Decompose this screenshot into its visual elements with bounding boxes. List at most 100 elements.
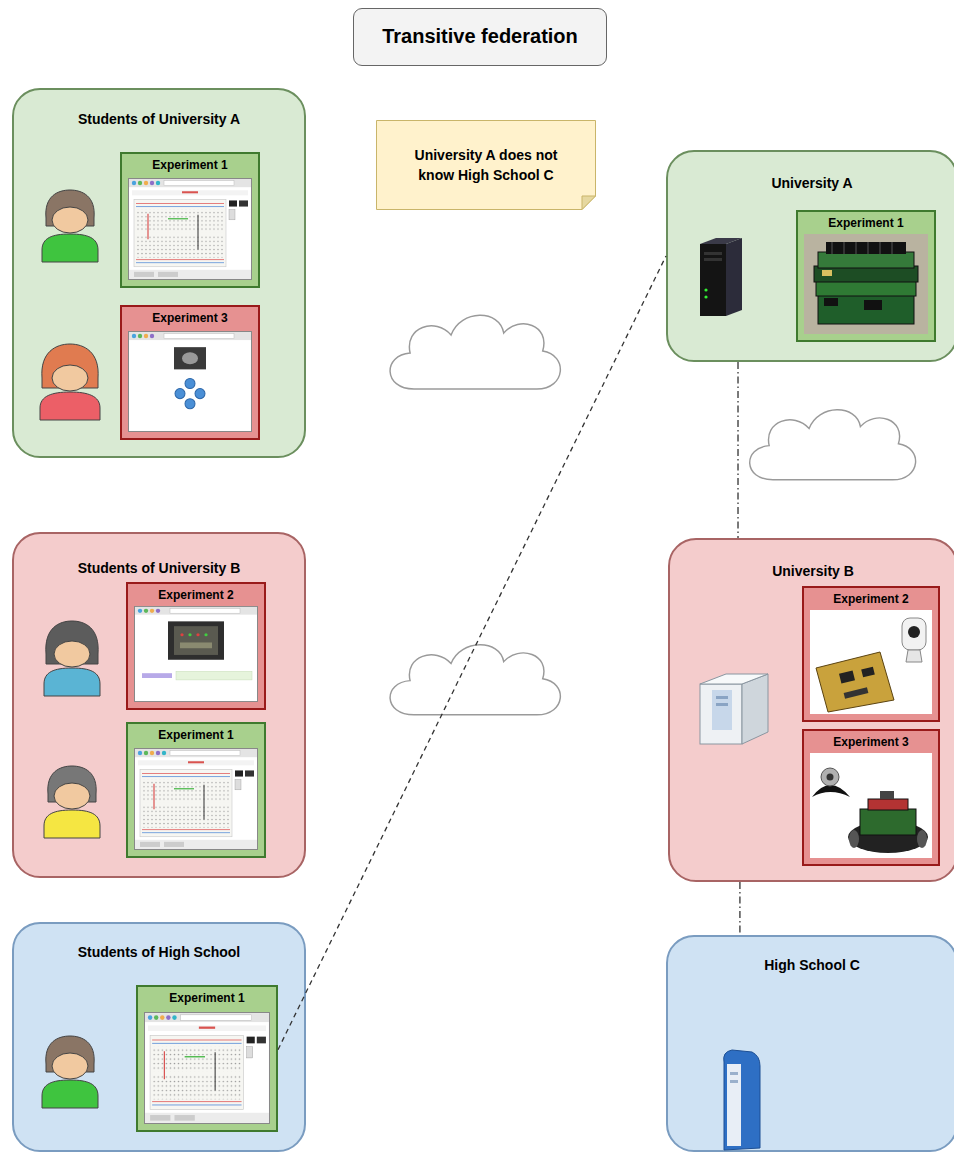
hardware-photo-part bbox=[816, 652, 894, 712]
student-avatar-part bbox=[40, 392, 100, 420]
student-avatar-part bbox=[42, 1080, 98, 1108]
server-icon bbox=[724, 1050, 760, 1150]
node-label: Students of University A bbox=[18, 110, 300, 128]
sticky-note: University A does not know High School C bbox=[376, 120, 596, 210]
hardware-photo-part bbox=[816, 280, 916, 296]
hardware-photo-part bbox=[818, 294, 914, 324]
node-label: High School C bbox=[672, 956, 952, 974]
student-avatar-part bbox=[44, 668, 100, 696]
federation-link bbox=[278, 256, 666, 1050]
hardware-photo-part bbox=[861, 667, 875, 678]
node-label: Experiment 2 bbox=[132, 588, 260, 603]
hardware-photo-part bbox=[810, 610, 932, 714]
web-screenshot bbox=[129, 179, 270, 1124]
student-avatar-part bbox=[54, 783, 90, 809]
student-avatar-part bbox=[42, 344, 98, 388]
node-label: Experiment 1 bbox=[142, 991, 272, 1006]
hardware-photo-part bbox=[818, 252, 914, 268]
title-text: Transitive federation bbox=[382, 9, 578, 64]
hardware-photo-part bbox=[839, 670, 855, 683]
web-screenshot-part bbox=[129, 179, 252, 280]
node-label: Students of University B bbox=[18, 559, 300, 577]
server-icon-part bbox=[742, 674, 768, 744]
node-label: Experiment 3 bbox=[808, 735, 934, 750]
hardware-photo-part bbox=[844, 687, 869, 699]
student-avatar bbox=[44, 766, 100, 838]
node-label: Experiment 1 bbox=[132, 728, 260, 743]
hardware-photo-part bbox=[902, 618, 926, 650]
server-icon-part bbox=[700, 238, 742, 244]
server-icon-part bbox=[704, 288, 707, 291]
server-icon-part bbox=[730, 1080, 738, 1083]
hardware-photo-part bbox=[860, 809, 916, 835]
web-screenshot-part bbox=[145, 1013, 270, 1124]
federation-link bbox=[737, 362, 738, 538]
experiment-box: Experiment 3 bbox=[120, 305, 260, 440]
server-icon-part bbox=[730, 1072, 738, 1075]
student-avatar-part bbox=[46, 621, 98, 664]
cloud-icon-part bbox=[750, 410, 916, 480]
server-icon-part bbox=[716, 696, 728, 699]
node-label: Experiment 2 bbox=[808, 592, 934, 607]
server-icon-part bbox=[700, 244, 726, 316]
node-label: University A does not know High School C bbox=[396, 145, 576, 185]
server-icon-part bbox=[716, 703, 728, 706]
web-screenshot-part bbox=[135, 749, 258, 850]
student-avatar-part bbox=[52, 1053, 88, 1079]
hardware-photo-part bbox=[810, 753, 932, 858]
server-icon-part bbox=[704, 252, 722, 255]
student-avatar-part bbox=[44, 810, 100, 838]
hardware-photo bbox=[810, 753, 932, 858]
hardware-photo-part bbox=[880, 791, 894, 799]
group-panel: Students of University A Experiment 1 Expe… bbox=[12, 88, 306, 458]
hardware-photo-part bbox=[827, 774, 834, 781]
hardware-photo-part bbox=[849, 830, 859, 848]
hardware-photo-part bbox=[906, 650, 922, 662]
hardware-photo-part bbox=[917, 830, 927, 848]
server-icon bbox=[700, 238, 742, 316]
experiment-box: Experiment 1 bbox=[120, 152, 260, 288]
student-avatar-part bbox=[52, 207, 88, 233]
note-outline bbox=[376, 120, 596, 210]
cloud-icon-part bbox=[390, 315, 560, 389]
server-icon-part bbox=[700, 684, 742, 744]
institution-panel: University B Experiment 2 Experiment 3 bbox=[668, 538, 954, 882]
hardware-photo bbox=[804, 234, 928, 334]
institution-panel: High School C bbox=[666, 935, 954, 1152]
experiment-box: Experiment 2 bbox=[802, 586, 940, 722]
student-avatar-part bbox=[42, 234, 98, 262]
cloud-icon bbox=[390, 315, 916, 715]
node-label: Experiment 1 bbox=[802, 216, 930, 231]
federation-link bbox=[739, 882, 740, 935]
server-icon-part bbox=[704, 258, 722, 261]
institution-panel: University A Experiment 1 bbox=[666, 150, 954, 362]
student-avatar-part bbox=[52, 365, 88, 391]
node-label: University A bbox=[672, 174, 952, 192]
student-avatar-part bbox=[46, 1036, 94, 1072]
hardware-photo-part bbox=[822, 270, 832, 276]
experiment-box: Experiment 1 bbox=[136, 985, 278, 1132]
server-icon-part bbox=[726, 238, 742, 316]
server-icon-part bbox=[727, 1064, 741, 1146]
experiment-box: Experiment 3 bbox=[802, 729, 940, 866]
web-screenshot-part bbox=[135, 606, 258, 701]
title-box: Transitive federation bbox=[353, 8, 607, 66]
note-shape bbox=[377, 121, 596, 210]
node-label: Students of High School bbox=[18, 943, 300, 961]
experiment-box: Experiment 2 bbox=[126, 582, 266, 710]
hardware-photo-part bbox=[868, 799, 908, 810]
hardware-photo-part bbox=[864, 300, 882, 310]
experiment-box: Experiment 1 bbox=[796, 210, 936, 342]
student-avatar bbox=[44, 621, 100, 696]
hardware-photo-part bbox=[821, 768, 839, 786]
node-label: Experiment 3 bbox=[126, 311, 254, 326]
hardware-photo-part bbox=[826, 242, 906, 254]
hardware-photo-part bbox=[832, 242, 892, 254]
group-panel: Students of University B Experiment 2 Expe… bbox=[12, 532, 306, 878]
cloud-icon-part bbox=[390, 645, 560, 715]
hardware-photo-part bbox=[814, 266, 918, 282]
student-avatar-part bbox=[46, 190, 94, 226]
node-label: University B bbox=[674, 562, 952, 580]
web-screenshot-part bbox=[129, 332, 252, 432]
